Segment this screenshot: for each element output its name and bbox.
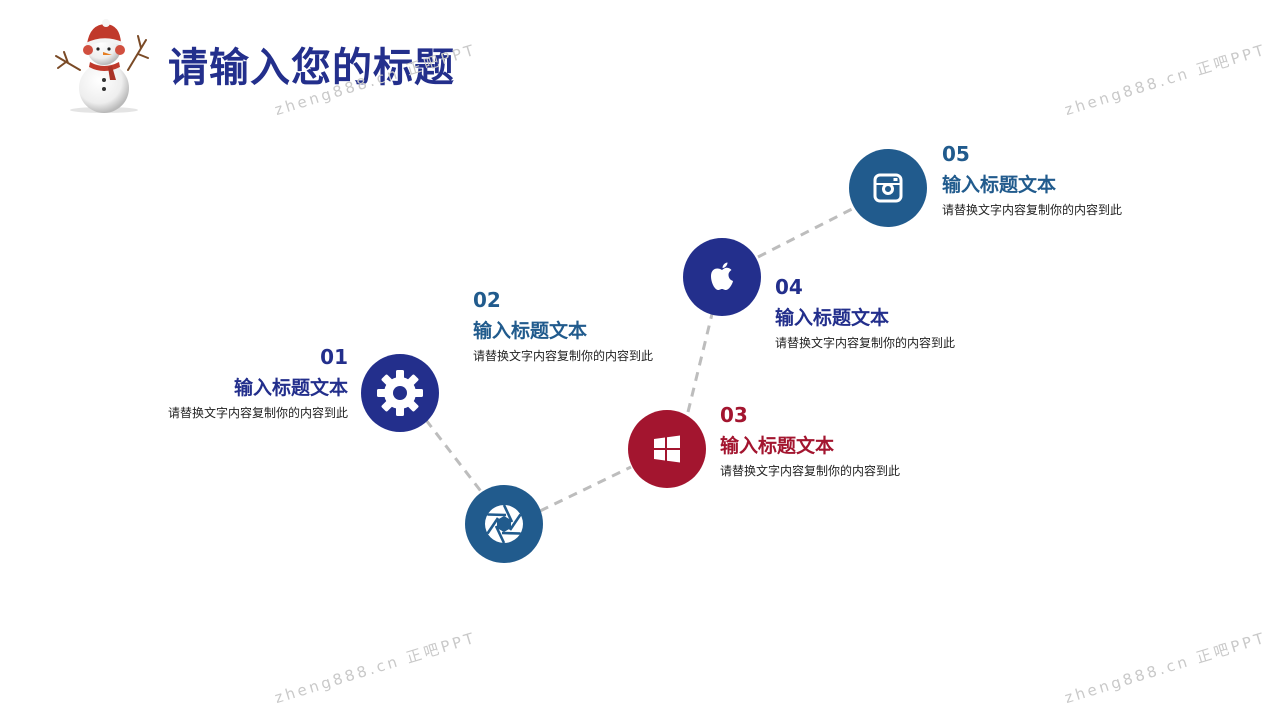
connector-02-03 [539,465,632,513]
snowman-icon [55,19,149,113]
step-05-heading: 输入标题文本 [942,174,1057,196]
step-04-description: 请替换文字内容复制你的内容到此 [775,336,956,350]
step-03-text: 03 输入标题文本 请替换文字内容复制你的内容到此 [720,402,900,480]
step-01-node [361,354,439,432]
step-02-node [465,485,543,563]
step-01-number: 01 [320,345,348,369]
connector-01-02 [424,419,485,495]
instagram-icon [873,173,903,203]
step-05-node [849,149,927,227]
step-02-text: 02 输入标题文本 请替换文字内容复制你的内容到此 [473,287,653,365]
step-03-number: 03 [720,403,748,427]
step-04-text: 04 输入标题文本 请替换文字内容复制你的内容到此 [775,274,955,352]
step-01-heading: 输入标题文本 [233,377,348,399]
step-05-description: 请替换文字内容复制你的内容到此 [942,203,1123,217]
step-02-heading: 输入标题文本 [473,320,588,342]
connector-03-04 [686,313,714,413]
step-02-number: 02 [473,288,501,312]
step-02-description: 请替换文字内容复制你的内容到此 [473,349,654,363]
step-04-number: 04 [775,275,803,299]
camera-aperture-icon [485,504,523,544]
step-03-description: 请替换文字内容复制你的内容到此 [720,464,901,478]
step-03-heading: 输入标题文本 [720,435,835,457]
connector-04-05 [757,207,853,259]
step-03-node [628,410,706,488]
step-05-text: 05 输入标题文本 请替换文字内容复制你的内容到此 [942,141,1122,219]
step-01-text: 01 输入标题文本 请替换文字内容复制你的内容到此 [120,344,348,422]
apple-icon [711,262,733,290]
step-05-number: 05 [942,142,970,166]
gear-icon [377,370,423,416]
page-title: 请输入您的标题 [168,45,455,91]
step-04-node [683,238,761,316]
windows-icon [654,435,680,463]
step-01-description: 请替换文字内容复制你的内容到此 [167,406,348,420]
step-04-heading: 输入标题文本 [775,307,890,329]
